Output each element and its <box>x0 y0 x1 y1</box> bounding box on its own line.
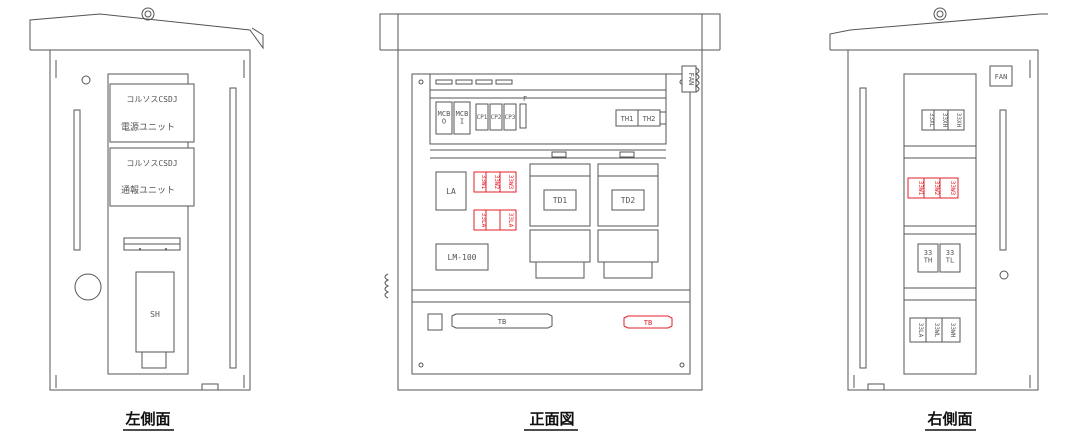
left-view-caption: 左側面 <box>124 410 170 428</box>
thermal-th2: TH2 <box>643 115 656 123</box>
la-box <box>435 171 467 211</box>
right-view-caption: 右側面 <box>927 410 972 428</box>
terminal-block-red <box>623 315 673 329</box>
thermal-th1: TH1 <box>621 115 634 123</box>
td1-label: TD1 <box>553 196 568 205</box>
front-relay-33w1: 33W1 <box>480 175 487 190</box>
td2-label: TD2 <box>621 196 636 205</box>
power-unit-line2: 電源ユニット <box>121 122 175 133</box>
front-relay-33w2: 33W2 <box>493 175 500 190</box>
right-relay-33w3: 33W3 <box>949 181 956 196</box>
sh-label: SH <box>150 310 160 319</box>
right-fan-label: FAN <box>995 73 1008 81</box>
right-relay-33wl: 33WL <box>933 323 940 338</box>
right-relay-33w1: 33W1 <box>917 181 924 196</box>
right-relay-33la: 33LA <box>917 323 924 338</box>
breaker-cp1: CP1 <box>477 114 488 121</box>
right-fan <box>989 65 1013 87</box>
front-relays-bottom: 33LA 33LA <box>473 209 517 231</box>
tb-red-label: TB <box>644 319 652 327</box>
right-relay-33wh: 33WH <box>949 323 956 338</box>
front-relay-33w3: 33W3 <box>507 175 514 190</box>
left-side-view: コルソスCSDJ 電源ユニット コルソスCSDJ 通報ユニット SH 左側面 <box>29 7 264 431</box>
la-label: LA <box>446 187 456 196</box>
lm-label: LM-100 <box>448 253 477 262</box>
lm-box <box>435 243 489 271</box>
tb-main-label: TB <box>498 318 506 326</box>
right-relay-33xl: 33XL <box>928 113 935 128</box>
front-relays-top: 33W1 33W2 33W3 <box>473 171 517 193</box>
power-unit <box>109 83 195 143</box>
fuse-label: F <box>523 95 527 103</box>
right-relay-33xh-2: 33XH <box>955 113 962 128</box>
notify-unit-line2: 通報ユニット <box>121 185 175 196</box>
notify-unit <box>109 147 195 207</box>
breaker-cp2: CP2 <box>491 114 502 121</box>
front-fan <box>681 65 697 93</box>
notify-unit-line1: コルソスCSDJ <box>126 159 177 168</box>
front-relay-33la-2: 33LA <box>507 213 514 228</box>
front-fan-label: FAN <box>687 73 695 86</box>
power-unit-line1: コルソスCSDJ <box>126 95 177 104</box>
right-relay-33xh-1: 33XH <box>941 113 948 128</box>
right-relays-red: 33W1 33W2 33W3 <box>907 177 959 199</box>
breaker-cp3: CP3 <box>505 114 516 121</box>
front-relay-33la-1: 33LA <box>480 213 487 228</box>
terminal-block <box>451 313 553 329</box>
right-relay-33w2: 33W2 <box>933 181 940 196</box>
front-view-caption: 正面図 <box>529 410 574 428</box>
sh-box <box>135 271 175 353</box>
